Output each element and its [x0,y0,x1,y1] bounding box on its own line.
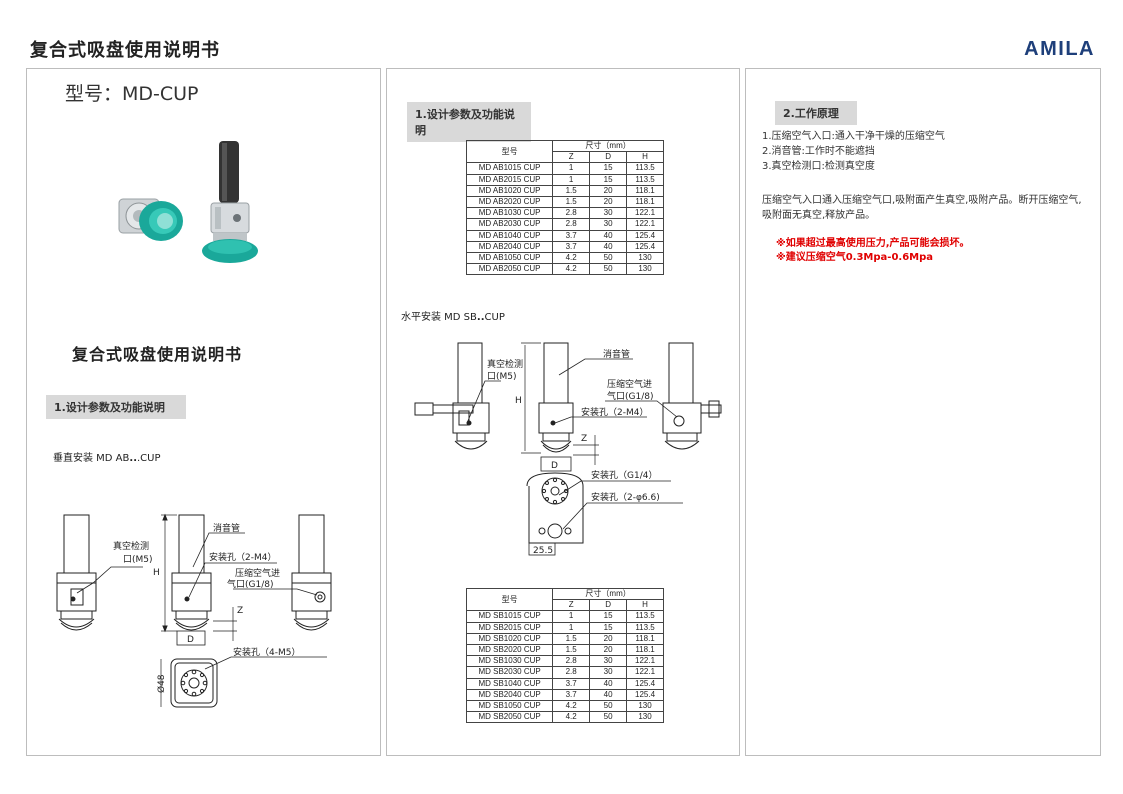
section-tag-design: 1.设计参数及功能说明 [407,102,531,142]
diagram-bottom-view [170,658,218,708]
diagram-unit-middle [538,342,574,453]
warning-item: ※建议压缩空气0.3Mpa-0.6Mpa [776,252,934,263]
product-photo [118,141,258,263]
label-mount-hole-m4: 安装孔（2-M4） [581,406,648,418]
diagram-bracket-view [526,472,584,544]
col-header-h: H [626,599,664,612]
diagram-unit-left [56,514,97,631]
doc-title: 复合式吸盘使用说明书 [30,40,220,61]
label-mount-hole-g14: 安装孔（G1/4） [591,469,657,481]
install-label-prefix: 水平安装 MD SB [401,312,477,323]
label-mount-hole-m5: 安装孔（4-M5） [233,646,300,658]
col-header-z: Z [552,599,591,612]
horizontal-install-label: 水平安装 MD SB..CUP [401,308,505,323]
product-cup-right [202,141,258,263]
label-silencer: 消音管 [603,348,630,360]
label-air-port: 气口(G1/8) [227,578,273,590]
warning-notes: ※如果超过最高使用压力,产品可能会损坏。 ※建议压缩空气0.3Mpa-0.6Mp… [776,237,970,265]
dim-255-label: 25.5 [533,546,553,556]
section-tag-principle: 2.工作原理 [775,101,857,125]
diagram-unit-right [662,342,722,450]
principle-item: 2.消音管:工作时不能遮挡 [762,146,875,157]
diagram-unit-left [414,342,490,450]
dim-d-label: D [551,461,558,471]
col-header-h: H [626,151,664,164]
panel-overview: 型号：MD-CUP 复合式吸盘使用说明书 1.设计参数及功能说明 垂直安装 MD… [26,68,381,756]
warning-item: ※如果超过最高使用压力,产品可能会损坏。 [776,238,970,249]
label-air-in: 压缩空气进 [607,378,652,390]
label-air-in: 压缩空气进 [235,567,280,579]
dim-h-label: H [153,568,160,578]
col-header-size: 尺寸（mm） [552,587,664,601]
vertical-mount-diagram: H Z D 真空检测 口(M5) 消音管 安装孔（2-M4） 压缩空气进 气口(… [56,513,332,708]
label-vacuum-detect: 真空检测 [487,358,523,370]
label-mount-hole-66: 安装孔（2-φ6.6) [591,491,660,503]
dim-48-label: Ø48 [156,674,167,693]
label-vacuum-detect: 真空检测 [113,540,149,552]
install-label-suffix: .CUP [137,453,161,464]
install-label-suffix: CUP [484,312,505,323]
diagram-unit-right [291,514,332,631]
label-mount-hole-m4: 安装孔（2-M4） [209,551,276,563]
panel-specs: 1.设计参数及功能说明 型号 尺寸（mm） Z D H MD AB1015 CU… [386,68,740,756]
install-label-dots: .. [129,453,137,464]
label-silencer: 消音管 [213,522,240,534]
principle-item: 3.真空检测口:检测真空度 [762,161,875,172]
dim-h-label: H [515,396,522,406]
principle-list: 1.压缩空气入口:通入干净干燥的压缩空气 2.消音管:工作时不能遮挡 3.真空检… [762,129,1092,174]
model-title: 型号：MD-CUP [65,83,199,105]
install-label-dots: .. [476,312,485,323]
label-air-port: 气口(G1/8) [607,390,653,402]
principle-item: 1.压缩空气入口:通入干净干燥的压缩空气 [762,131,945,142]
col-header-model: 型号 [465,139,554,164]
diagram-unit-middle [171,514,212,631]
col-header-size: 尺寸（mm） [552,139,664,153]
dim-z-label: Z [581,434,587,444]
section-tag-design: 1.设计参数及功能说明 [46,395,186,419]
brand-logo: AMILA [1024,38,1095,60]
label-vacuum-port: 口(M5) [123,555,153,565]
col-header-z: Z [552,151,591,164]
dim-d-label: D [187,635,194,645]
col-header-model: 型号 [465,587,554,612]
panel-principle: 2.工作原理 1.压缩空气入口:通入干净干燥的压缩空气 2.消音管:工作时不能遮… [745,68,1101,756]
install-label-prefix: 垂直安装 MD AB [53,453,130,464]
col-header-d: D [589,599,628,612]
sub-title: 复合式吸盘使用说明书 [72,345,243,364]
vertical-install-label: 垂直安装 MD AB...CUP [53,449,161,464]
dim-z-label: Z [237,606,243,616]
product-cup-left [118,198,183,241]
col-header-d: D [589,151,628,164]
horizontal-mount-diagram: H Z D 真空检测 口(M5) 消音管 压缩空气进 气口(G1/8) 安装孔（… [414,342,722,556]
label-vacuum-port: 口(M5) [487,372,517,382]
principle-description: 压缩空气入口通入压缩空气口,吸附面产生真空,吸附产品。断开压缩空气,吸附面无真空… [762,195,1082,221]
